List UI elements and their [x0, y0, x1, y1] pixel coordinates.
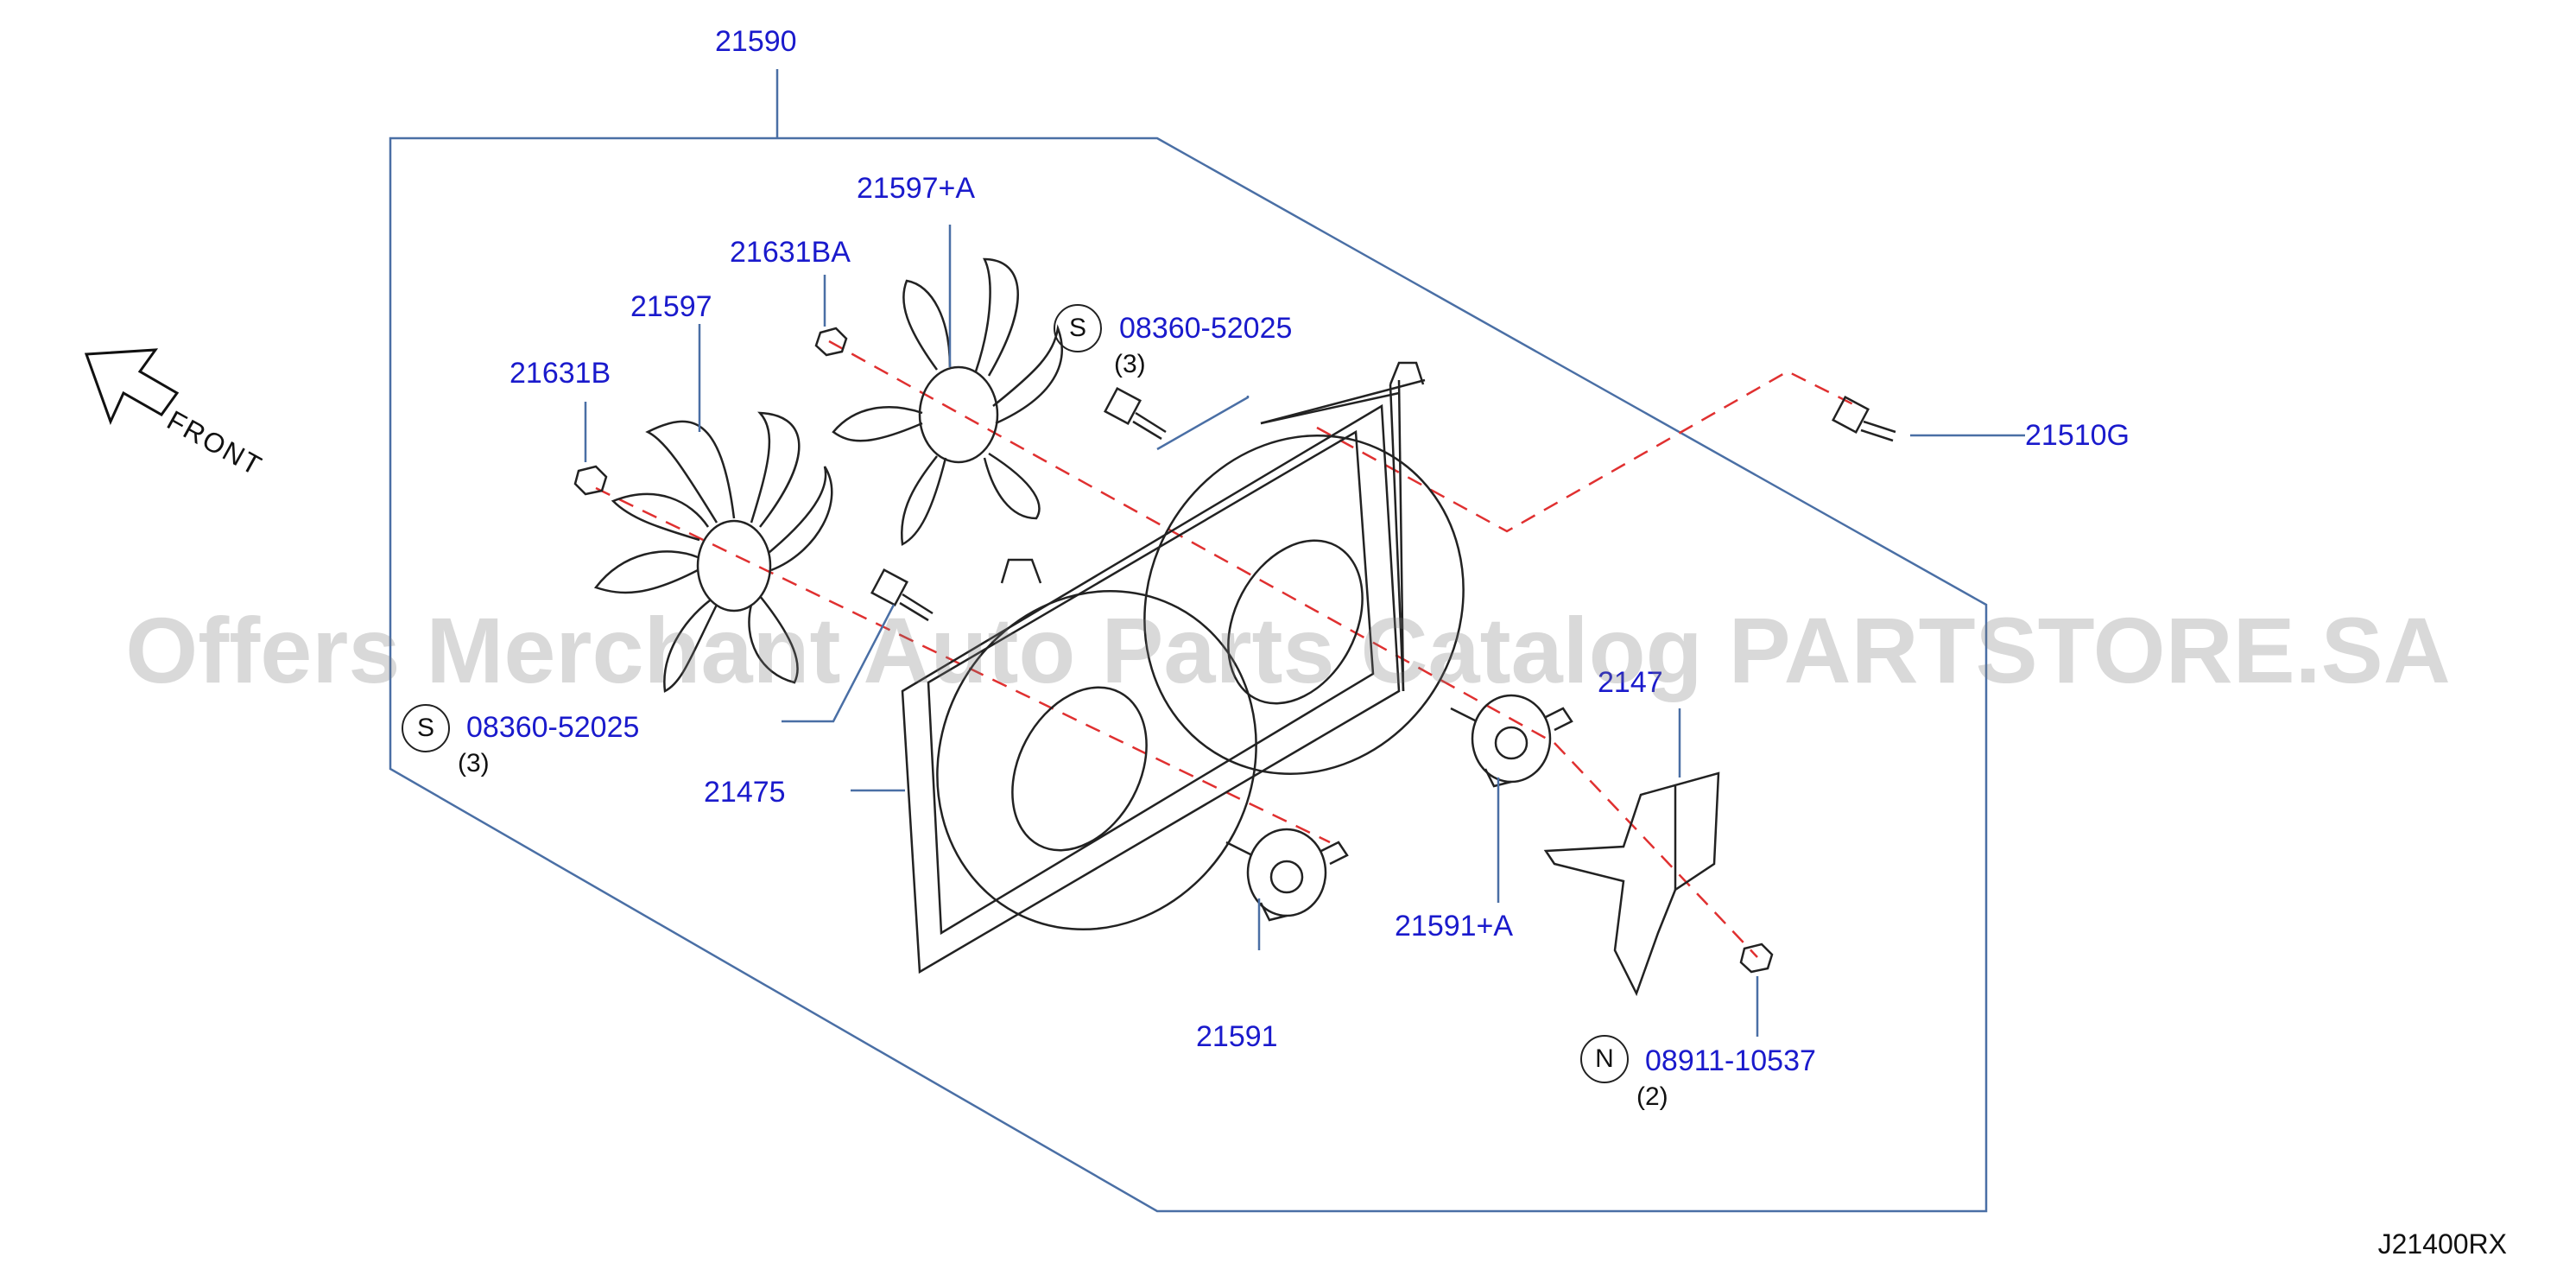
callout-21597[interactable]: 21597: [630, 290, 712, 323]
qty-upper: (3): [1114, 350, 1146, 378]
callout-08360-52025-upper[interactable]: 08360-52025: [1119, 312, 1293, 345]
diagram-code: J21400RX: [2377, 1228, 2507, 1260]
badge-s-lower: S: [402, 704, 450, 752]
qty-lower: (3): [458, 749, 490, 777]
badge-n: N: [1580, 1035, 1629, 1083]
callout-21591-a[interactable]: 21591+A: [1395, 910, 1514, 942]
motor-left: [1225, 828, 1349, 922]
callout-21510g[interactable]: 21510G: [2025, 419, 2130, 452]
front-arrow-icon: [84, 348, 180, 425]
callout-21631ba[interactable]: 21631BA: [730, 236, 851, 269]
callout-21475[interactable]: 21475: [704, 776, 786, 809]
nut-icons: [573, 327, 1774, 974]
callout-21597-a[interactable]: 21597+A: [857, 172, 976, 205]
bolt-icons: [870, 387, 1896, 622]
callout-21590[interactable]: 21590: [715, 25, 797, 58]
assembly-lines: [595, 340, 1858, 958]
callout-21591[interactable]: 21591: [1196, 1020, 1278, 1053]
fan-blade-right: [832, 257, 1063, 546]
qty-bottom: (2): [1636, 1082, 1668, 1111]
callout-2147-partial[interactable]: 2147: [1598, 666, 1663, 699]
motor-right: [1450, 694, 1573, 788]
callout-08360-52025-lower[interactable]: 08360-52025: [466, 711, 640, 744]
badge-s-upper: S: [1054, 304, 1102, 352]
leader-lines: [584, 225, 2025, 1037]
frame-outline: [389, 136, 1988, 1213]
fan-shroud: [901, 361, 1465, 974]
bracket: [1543, 771, 1720, 997]
callout-08911-10537[interactable]: 08911-10537: [1645, 1044, 1816, 1077]
fan-blade-left: [593, 411, 833, 693]
callout-21631b[interactable]: 21631B: [510, 357, 611, 390]
